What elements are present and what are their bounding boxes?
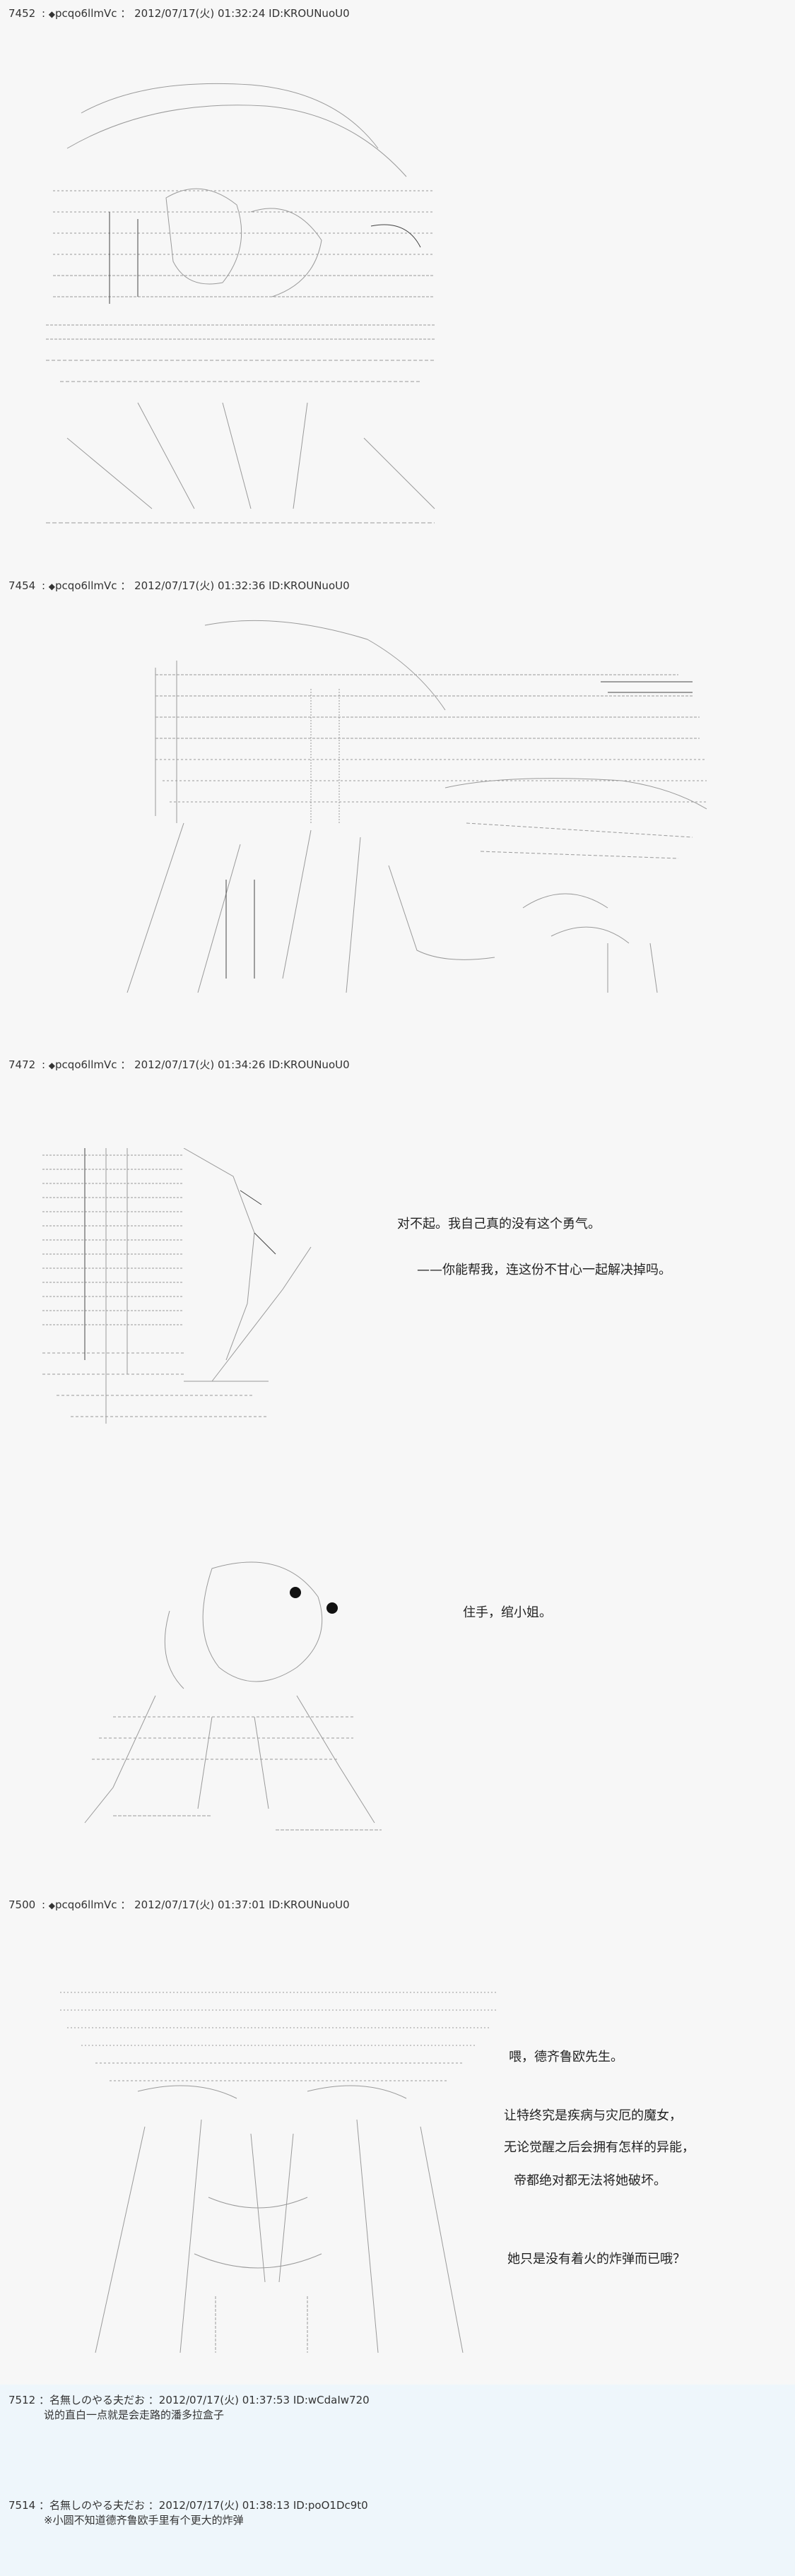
post-datetime: 2012/07/17(火) 01:32:36: [134, 579, 266, 592]
reply-id[interactable]: ID:wCdaIw720: [293, 2394, 370, 2406]
dialogue-line: 喂，德齐鲁欧先生。: [509, 2050, 623, 2064]
post-id[interactable]: ID:KROUNuoU0: [269, 579, 350, 592]
post-header: 7472 : ◆pcqo6llmVc ： 2012/07/17(火) 01:34…: [8, 1058, 350, 1071]
reply-body: ※小圆不知道德齐鲁欧手里有个更大的炸弹: [44, 2514, 244, 2527]
trip-code: pcqo6llmVc: [55, 1898, 117, 1911]
dialogue-line: 住手，绾小姐。: [463, 1605, 552, 1620]
reply-header: 7512 ：名無しのやる夫だお ：2012/07/17(火) 01:37:53 …: [8, 2394, 370, 2406]
reply-body: 说的直白一点就是会走路的潘多拉盒子: [44, 2409, 225, 2421]
ascii-art-2-drawing: [126, 620, 707, 993]
post-id[interactable]: ID:KROUNuoU0: [269, 1058, 350, 1071]
post-datetime: 2012/07/17(火) 01:34:26: [134, 1058, 266, 1071]
dialogue-line: 帝都绝对都无法将她破坏。: [514, 2173, 666, 2188]
reply-name: 名無しのやる夫だお: [49, 2499, 145, 2512]
post-header: 7454 : ◆pcqo6llmVc ： 2012/07/17(火) 01:32…: [8, 579, 350, 592]
post-datetime: 2012/07/17(火) 01:32:24: [134, 7, 266, 20]
eye-left-icon: [290, 1587, 301, 1598]
reply-id[interactable]: ID:poO1Dc9t0: [293, 2499, 368, 2512]
ascii-art-2: [113, 611, 714, 1007]
ascii-art-5-drawing: [60, 1992, 498, 2353]
post-number[interactable]: 7454: [8, 579, 36, 592]
post-header: 7452 : ◆pcqo6llmVc ： 2012/07/17(火) 01:32…: [8, 7, 350, 20]
dialogue-line: 对不起。我自己真的没有这个勇气。: [397, 1217, 601, 1231]
post-number[interactable]: 7500: [8, 1898, 36, 1911]
reply-number[interactable]: 7512: [8, 2394, 36, 2406]
dialogue-line: 她只是没有着火的炸弹而已哦？: [507, 2252, 685, 2267]
ascii-art-5: [53, 1985, 505, 2353]
dialogue-line: 让特终究是疾病与灾厄的魔女，: [504, 2108, 682, 2123]
trip-code: pcqo6llmVc: [55, 1058, 117, 1071]
post-id[interactable]: ID:KROUNuoU0: [269, 7, 350, 20]
reply-number[interactable]: 7514: [8, 2499, 36, 2512]
reply-datetime: 2012/07/17(火) 01:37:53: [158, 2394, 290, 2406]
trip-marker: ◆: [48, 581, 56, 591]
post-number[interactable]: 7472: [8, 1058, 36, 1071]
post-number[interactable]: 7452: [8, 7, 36, 20]
reply-name: 名無しのやる夫だお: [49, 2394, 145, 2406]
trip-code: pcqo6llmVc: [55, 7, 117, 20]
dialogue-line: ——你能帮我，连这份不甘心一起解决掉吗。: [417, 1263, 671, 1277]
ascii-art-1: [39, 71, 442, 530]
post-header: 7500 : ◆pcqo6llmVc ： 2012/07/17(火) 01:37…: [8, 1898, 350, 1911]
reply-datetime: 2012/07/17(火) 01:38:13: [158, 2499, 290, 2512]
ascii-art-3: [42, 1148, 353, 1445]
reply-band: [0, 2385, 795, 2576]
ascii-art-4: [71, 1554, 396, 1837]
ascii-art-3-drawing: [42, 1148, 312, 1424]
post-id[interactable]: ID:KROUNuoU0: [269, 1898, 350, 1911]
post-datetime: 2012/07/17(火) 01:37:01: [134, 1898, 266, 1911]
reply-header: 7514 ：名無しのやる夫だお ：2012/07/17(火) 01:38:13 …: [8, 2499, 368, 2512]
ascii-art-4-drawing: [84, 1561, 382, 1831]
eye-right-icon: [326, 1602, 338, 1614]
ascii-art-1-drawing: [46, 83, 435, 524]
dialogue-line: 无论觉醒之后会拥有怎样的异能，: [504, 2140, 695, 2155]
trip-marker: ◆: [48, 1901, 56, 1910]
trip-marker: ◆: [48, 1060, 56, 1070]
trip-marker: ◆: [48, 9, 56, 19]
trip-code: pcqo6llmVc: [55, 579, 117, 592]
